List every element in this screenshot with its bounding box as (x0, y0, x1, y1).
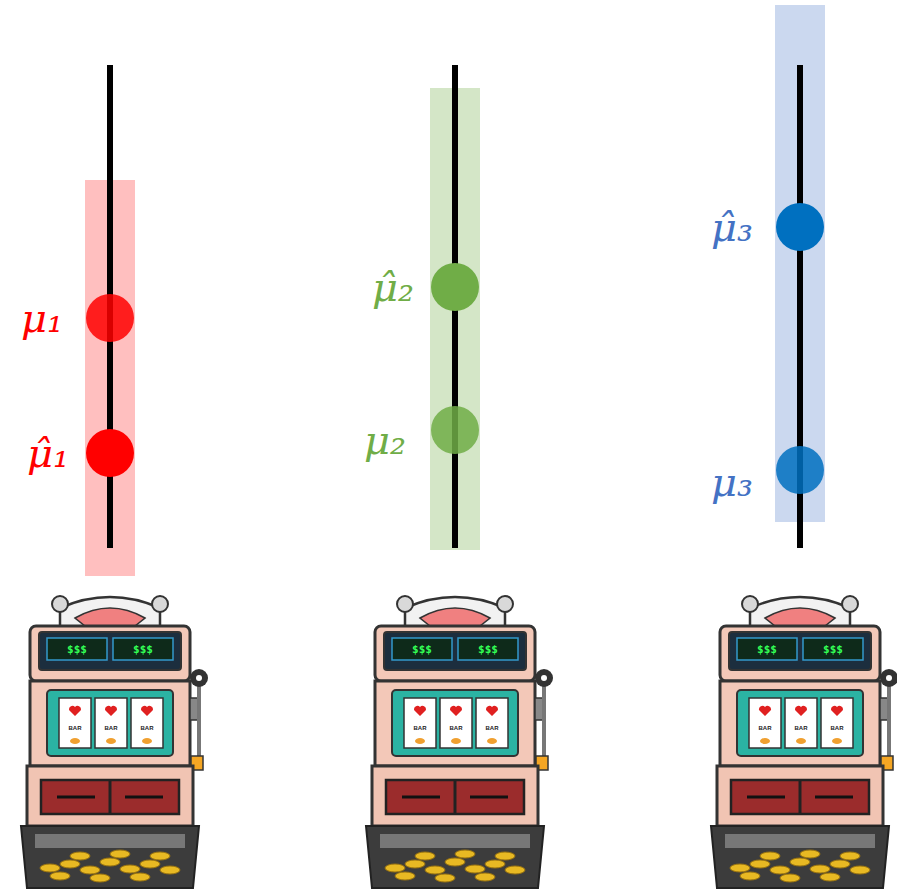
display-text: $$$ (478, 644, 498, 655)
reel-symbol: BAR (414, 725, 427, 731)
reel-symbol: BAR (759, 725, 772, 731)
display-text: $$$ (412, 644, 432, 655)
estimate-label: μ̂₁ (27, 433, 69, 473)
true-mean-label: μ₃ (711, 462, 753, 502)
display-text: $$$ (823, 644, 843, 655)
reel-symbol: BAR (450, 725, 463, 731)
display-text: $$$ (67, 644, 87, 655)
reel-symbol: BAR (69, 725, 82, 731)
true-mean-label: μ₁ (21, 298, 63, 338)
reel-symbol: BAR (141, 725, 154, 731)
true-mean-label: μ₂ (364, 420, 406, 460)
reel-symbol: BAR (105, 725, 118, 731)
display-text: $$$ (133, 644, 153, 655)
reel-symbol: BAR (795, 725, 808, 731)
estimate-label: μ̂₂ (372, 267, 414, 307)
reel-symbol: BAR (486, 725, 499, 731)
display-text: $$$ (757, 644, 777, 655)
reel-symbol: BAR (831, 725, 844, 731)
estimate-label: μ̂₃ (711, 207, 753, 247)
